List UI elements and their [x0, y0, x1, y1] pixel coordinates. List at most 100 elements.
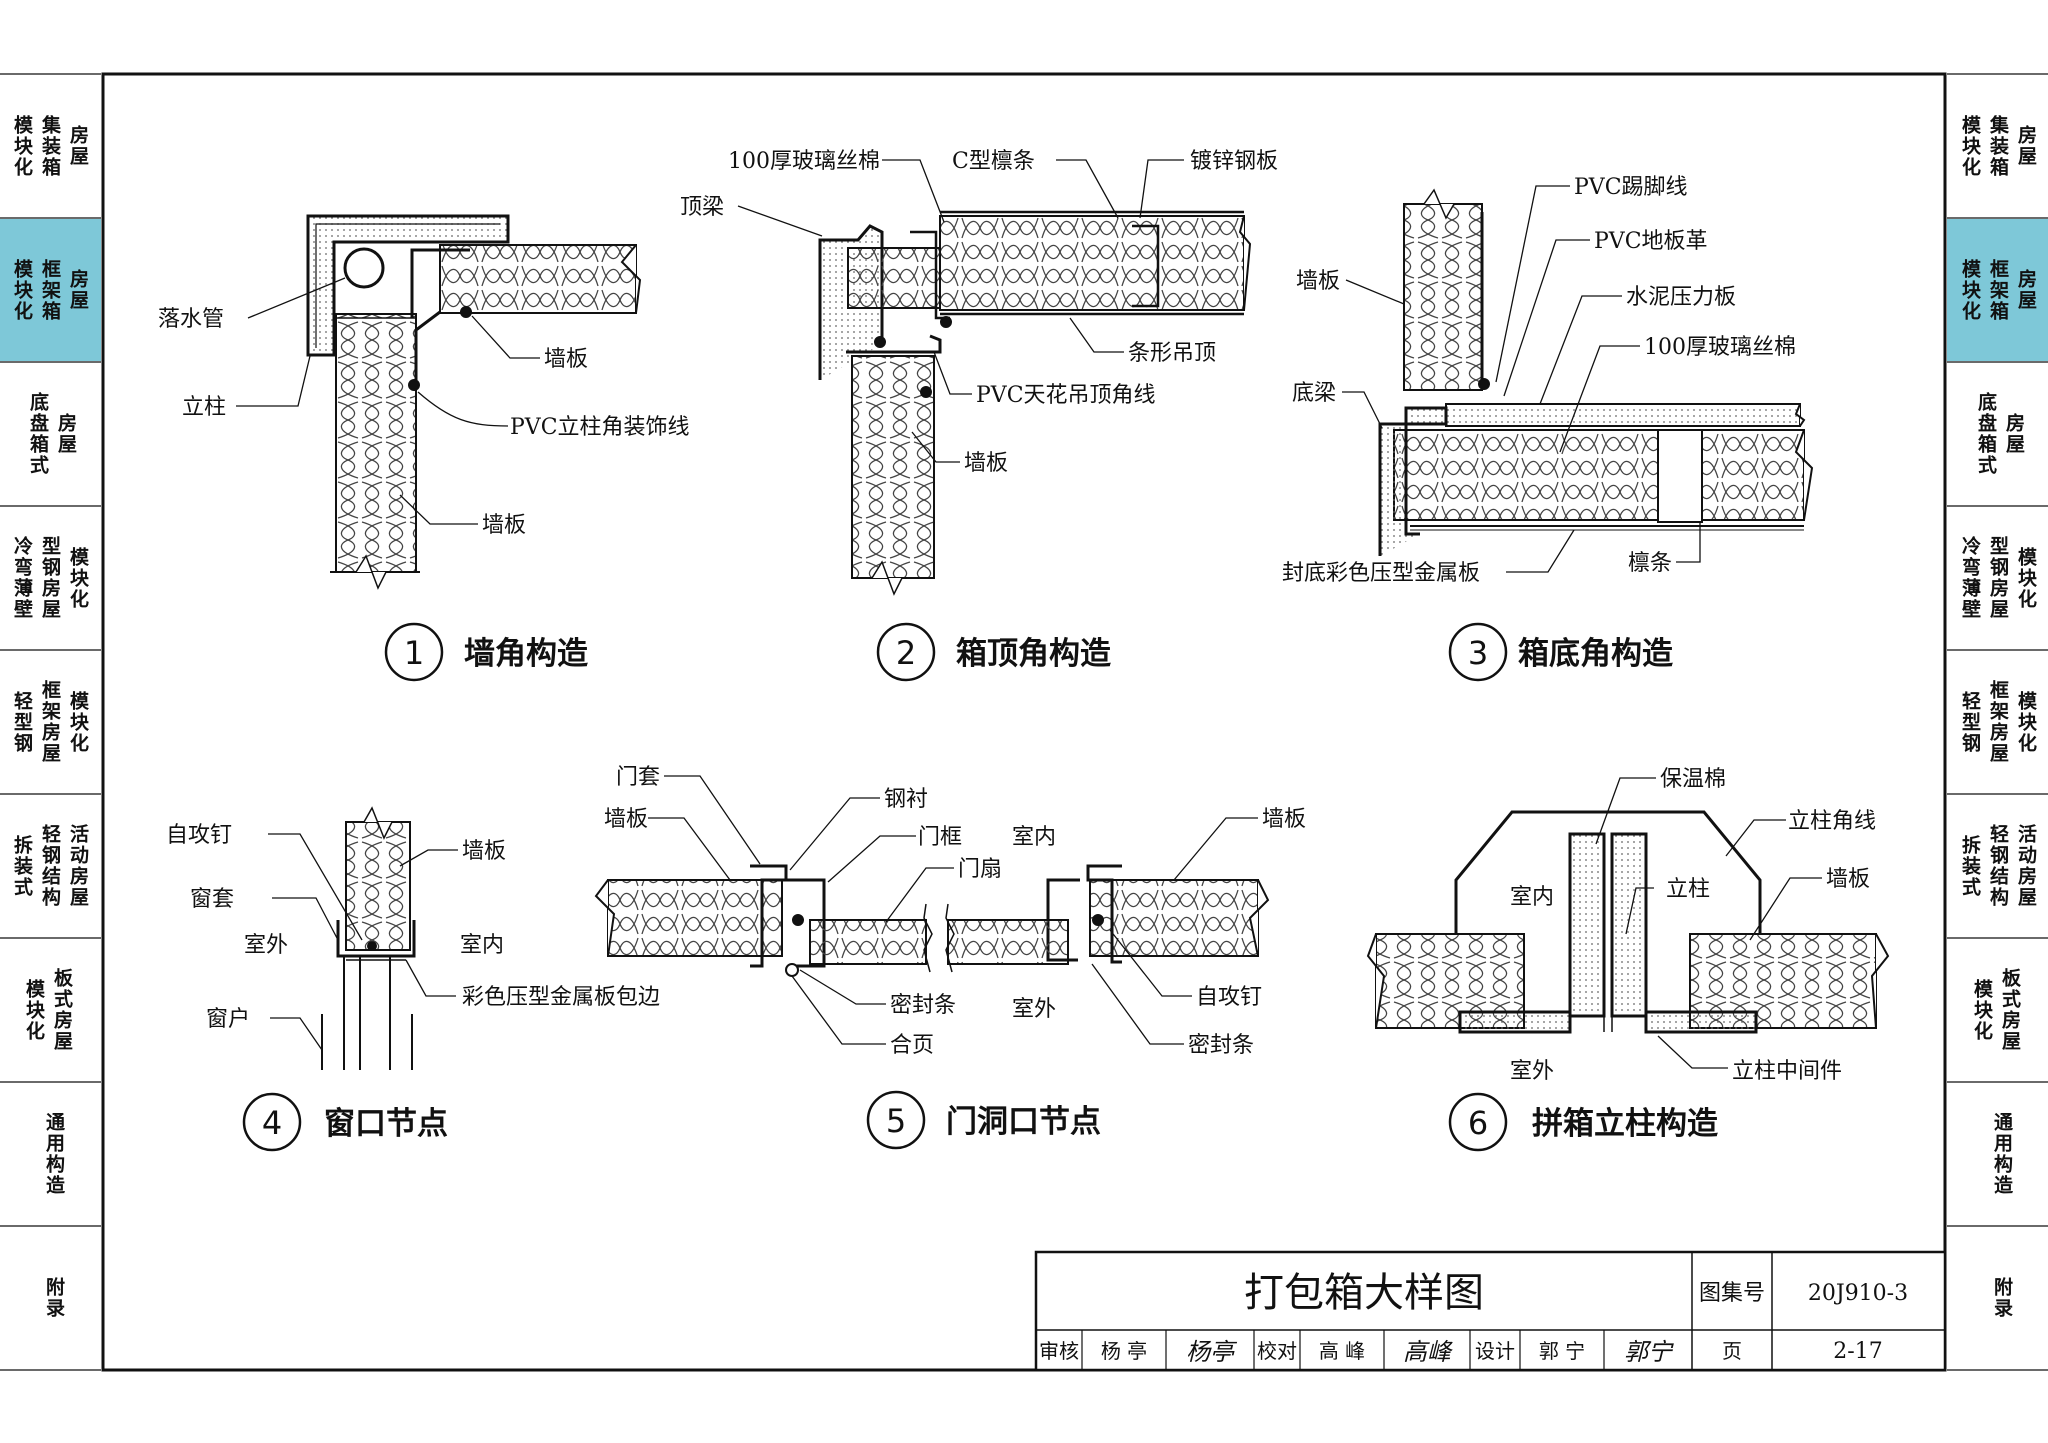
tab-left-8-line-2: 附录 [43, 1277, 65, 1319]
tab-left-general[interactable]: 通用构造 [0, 1082, 100, 1226]
label-outside-4: 室外 [244, 933, 288, 958]
tab-right-container-module[interactable]: 模块化 集装箱 房屋 [1948, 74, 2048, 218]
label-window: 窗户 [206, 1007, 250, 1032]
detail-1-number: 1 [404, 634, 424, 672]
label-inside-4: 室内 [460, 933, 504, 958]
tab-left-5-line-2: 活动房屋 [67, 824, 89, 908]
detail-2-title: 箱顶角构造 [956, 636, 1111, 672]
label-outside-5: 室外 [1012, 997, 1056, 1022]
tab-left-light-steel-frame[interactable]: 轻型钢 框架房屋 模块化 [0, 650, 100, 794]
detail-3-title: 箱底角构造 [1518, 636, 1673, 672]
tab-right-light-steel-frame[interactable]: 轻型钢 框架房屋 模块化 [1948, 650, 2048, 794]
side-tab-grid [0, 73, 2048, 1371]
tab-right-cold-formed[interactable]: 冷弯薄壁 型钢房屋 模块化 [1948, 506, 2048, 650]
detail-3-floor-corner [1342, 185, 1814, 573]
label-steel-lining: 钢衬 [884, 787, 928, 812]
tab-right-7-line-2: 通用构造 [1991, 1112, 2013, 1196]
tab-left-4-line-2: 模块化 [67, 690, 89, 754]
tab-left-0-line-1: 集装箱 [39, 114, 61, 178]
label-inside-5: 室内 [1012, 825, 1056, 850]
label-column: 立柱 [182, 395, 226, 420]
detail-1-wall-corner [236, 214, 642, 590]
active-tab-left [0, 219, 101, 361]
detail-2-roof-corner [737, 159, 1252, 596]
detail-4-title: 窗口节点 [324, 1106, 448, 1142]
tab-left-1-line-0: 模块化 [11, 258, 33, 322]
label-galvanized-steel: 镀锌钢板 [1190, 149, 1278, 174]
annotation-labels: 落水管 立柱 PVC立柱角装饰线 墙板 墙板 100厚玻璃丝棉 C型檩条 镀锌钢… [158, 149, 1876, 1084]
detail-3-number: 3 [1468, 634, 1488, 672]
tab-right-chassis[interactable]: 底盘箱式 房屋 [1948, 362, 2048, 506]
tab-left-3-line-1: 型钢房屋 [39, 536, 61, 620]
reviewer-name: 杨 亭 [1101, 1339, 1147, 1363]
tab-right-panel-module[interactable]: 模块化 板式房屋 [1948, 938, 2048, 1082]
label-column-corner: 立柱角线 [1788, 809, 1876, 834]
tab-right-8-line-2: 附录 [1991, 1277, 2013, 1319]
active-tab-right [1947, 219, 2048, 361]
label-hinge: 合页 [890, 1033, 934, 1058]
tab-left-6-line-1: 板式房屋 [51, 968, 73, 1052]
tab-right-0-line-0: 模块化 [1959, 114, 1981, 178]
label-wall-6: 墙板 [1826, 867, 1870, 892]
designer-name: 郭 宁 [1539, 1339, 1585, 1363]
detail-5-door-opening [594, 775, 1270, 1045]
tab-left-container-module[interactable]: 模块化 集装箱 房屋 [0, 74, 100, 218]
tab-left-1-line-2: 房屋 [67, 269, 89, 311]
tab-right-0-line-2: 房屋 [2015, 125, 2037, 167]
checker-signature: 高峰 [1403, 1338, 1453, 1366]
tab-left-5-line-1: 轻钢结构 [39, 824, 61, 908]
tab-left-cold-formed[interactable]: 冷弯薄壁 型钢房屋 模块化 [0, 506, 100, 650]
tab-right-general[interactable]: 通用构造 [1948, 1082, 2048, 1226]
tab-right-1-line-0: 模块化 [1959, 258, 1981, 322]
tab-left-demountable[interactable]: 拆装式 轻钢结构 活动房屋 [0, 794, 100, 938]
tab-right-3-line-2: 模块化 [2015, 546, 2037, 610]
label-column-6: 立柱 [1666, 877, 1710, 902]
label-pvc-floor: PVC地板革 [1594, 229, 1708, 254]
tab-left-panel-module[interactable]: 模块化 板式房屋 [0, 938, 100, 1082]
tab-left-frame-module[interactable]: 模块化 框架箱 房屋 [0, 218, 100, 362]
drawing-title: 打包箱大样图 [1244, 1270, 1484, 1316]
label-seal-5a: 密封条 [890, 993, 956, 1018]
review-label: 审核 [1039, 1339, 1079, 1363]
label-inside-6: 室内 [1510, 885, 1554, 910]
label-downpipe: 落水管 [158, 307, 224, 332]
tab-right-2-line-1: 底盘箱式 [1975, 392, 1997, 476]
label-glasswool-2: 100厚玻璃丝棉 [728, 149, 880, 174]
tab-left-appendix[interactable]: 附录 [0, 1226, 100, 1370]
detail-6-number: 6 [1468, 1104, 1488, 1142]
tab-right-1-line-2: 房屋 [2015, 269, 2037, 311]
tab-left-0-line-0: 模块化 [11, 114, 33, 178]
tab-right-5-line-0: 拆装式 [1959, 834, 1981, 898]
detail-4-number: 4 [262, 1104, 282, 1142]
label-wall-4: 墙板 [462, 839, 506, 864]
tab-right-appendix[interactable]: 附录 [1948, 1226, 2048, 1370]
tab-right-3-line-0: 冷弯薄壁 [1959, 536, 1981, 620]
detail-6-title: 拼箱立柱构造 [1532, 1106, 1718, 1142]
label-door-frame: 门框 [918, 825, 962, 850]
tab-left-chassis[interactable]: 底盘箱式 房屋 [0, 362, 100, 506]
detail-6-joint-column [1366, 777, 1890, 1069]
tab-left-4-line-0: 轻型钢 [11, 690, 33, 754]
tab-right-2-line-2: 房屋 [2003, 413, 2025, 455]
label-outside-6: 室外 [1510, 1059, 1554, 1084]
detail-5-title: 门洞口节点 [946, 1104, 1101, 1140]
tab-right-demountable[interactable]: 拆装式 轻钢结构 活动房屋 [1948, 794, 2048, 938]
detail-4-window-node [268, 806, 458, 1070]
tab-right-4-line-2: 模块化 [2015, 690, 2037, 754]
design-label: 设计 [1475, 1339, 1515, 1363]
detail-titles: 墙角构造 箱顶角构造 箱底角构造 窗口节点 门洞口节点 拼箱立柱构造 [324, 636, 1718, 1142]
tab-left-0-line-2: 房屋 [67, 125, 89, 167]
tab-right-frame-module[interactable]: 模块化 框架箱 房屋 [1948, 218, 2048, 362]
detail-5-number: 5 [886, 1102, 906, 1140]
tab-left-5-line-0: 拆装式 [11, 834, 33, 898]
sheet-frame [101, 72, 1947, 1372]
checker-name: 高 峰 [1319, 1339, 1365, 1363]
tab-right-1-line-1: 框架箱 [1987, 258, 2009, 322]
reviewer-signature: 杨亭 [1186, 1338, 1238, 1366]
label-screw-5: 自攻钉 [1196, 985, 1262, 1010]
tab-left-4-line-1: 框架房屋 [39, 680, 61, 764]
page-number: 2-17 [1833, 1339, 1882, 1364]
tab-right-5-line-1: 轻钢结构 [1987, 824, 2009, 908]
detail-2-number: 2 [896, 634, 916, 672]
